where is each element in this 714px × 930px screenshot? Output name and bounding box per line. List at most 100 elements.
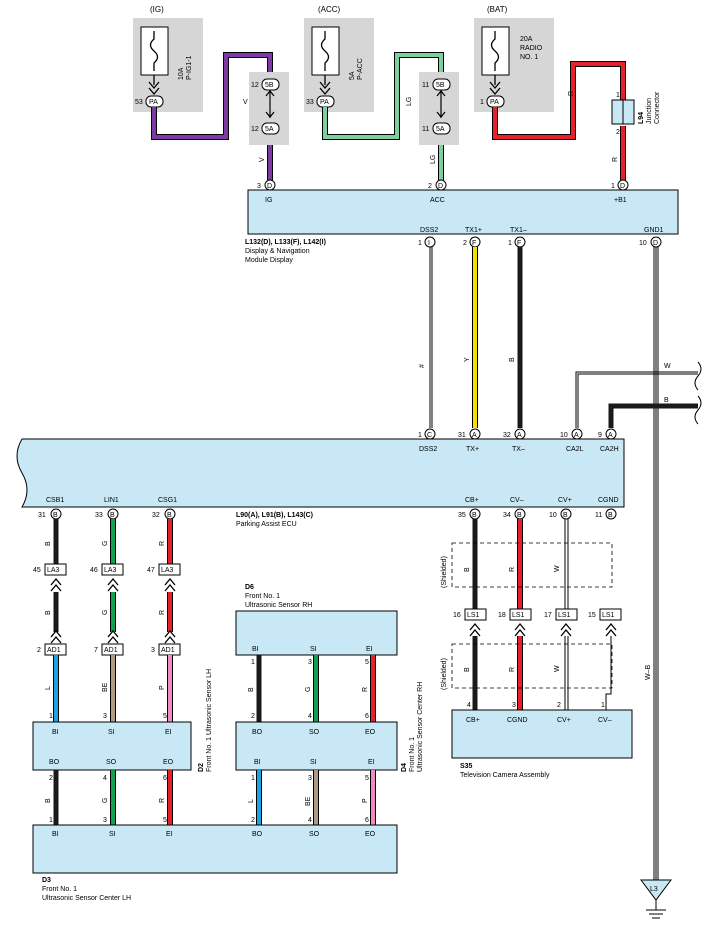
wire-lg-label: LG <box>406 97 413 106</box>
svg-text:32: 32 <box>503 432 511 439</box>
svg-text:5B: 5B <box>436 82 445 89</box>
svg-text:4: 4 <box>467 702 471 709</box>
svg-text:6: 6 <box>365 713 369 720</box>
svg-text:31: 31 <box>38 512 46 519</box>
sensor-d3: BI SI EI BO SO EO D3 Front No. 1 Ultraso… <box>32 824 398 902</box>
svg-text:B: B <box>464 567 471 572</box>
fuse-ig-source: (IG) <box>150 5 164 14</box>
svg-text:F: F <box>517 240 521 247</box>
svg-text:EI: EI <box>165 729 172 736</box>
svg-text:W: W <box>554 565 561 572</box>
svg-text:P: P <box>362 798 369 803</box>
svg-text:B: B <box>248 687 255 692</box>
svg-text:BI: BI <box>52 729 59 736</box>
svg-text:L3: L3 <box>650 886 658 893</box>
svg-text:EI: EI <box>166 831 173 838</box>
svg-text:15: 15 <box>588 612 596 619</box>
svg-text:3: 3 <box>308 659 312 666</box>
svg-text:D: D <box>620 183 625 190</box>
svg-text:CGND: CGND <box>507 717 528 724</box>
svg-text:2: 2 <box>616 129 620 136</box>
svg-text:3: 3 <box>103 713 107 720</box>
svg-text:32: 32 <box>152 512 160 519</box>
svg-text:LS1: LS1 <box>602 612 615 619</box>
fuse-acc-name: P-ACC <box>357 58 364 80</box>
svg-text:A: A <box>608 432 613 439</box>
svg-text:TX–: TX– <box>512 446 525 453</box>
svg-text:33: 33 <box>95 512 103 519</box>
svg-text:3: 3 <box>257 183 261 190</box>
svg-text:+B1: +B1 <box>614 197 627 204</box>
svg-text:LS1: LS1 <box>558 612 571 619</box>
svg-text:PA: PA <box>490 99 499 106</box>
fuse-pins: PA 53 PA 33 PA 1 <box>135 75 505 108</box>
svg-text:11: 11 <box>595 512 602 519</box>
ground-l3: L3 <box>640 879 672 919</box>
fuse-acc-pin: 33 <box>306 99 314 106</box>
svg-text:SO: SO <box>309 729 320 736</box>
svg-text:BE: BE <box>102 682 109 692</box>
svg-text:6: 6 <box>365 817 369 824</box>
sensor-d6: D6 Front No. 1 Ultrasonic Sensor RH BI S… <box>235 584 398 656</box>
svg-text:Display & Navigation: Display & Navigation <box>245 248 310 255</box>
svg-text:CA2H: CA2H <box>600 446 619 453</box>
svg-text:A: A <box>472 432 477 439</box>
svg-text:Connector: Connector <box>654 91 661 124</box>
wire-tx-plus-label: Y <box>464 357 471 362</box>
joint-acc: 5B 11 5A 11 <box>419 72 459 145</box>
svg-text:B: B <box>45 541 52 546</box>
svg-text:B: B <box>464 667 471 672</box>
svg-text:C: C <box>427 432 432 439</box>
svg-text:1: 1 <box>49 817 53 824</box>
wire-v-label-2: V <box>259 157 266 162</box>
svg-text:BI: BI <box>52 831 59 838</box>
svg-text:D: D <box>438 183 443 190</box>
svg-text:2: 2 <box>37 647 41 654</box>
svg-text:B: B <box>472 512 477 519</box>
svg-text:EO: EO <box>365 831 376 838</box>
svg-text:AD1: AD1 <box>47 647 61 654</box>
svg-text:SO: SO <box>309 831 320 838</box>
fuse-bat-name-2: NO. 1 <box>520 54 538 61</box>
svg-text:SI: SI <box>310 646 317 653</box>
svg-text:7: 7 <box>94 647 98 654</box>
svg-text:1: 1 <box>251 659 255 666</box>
svg-text:SI: SI <box>108 729 115 736</box>
svg-text:BO: BO <box>252 729 263 736</box>
svg-text:BI: BI <box>252 646 259 653</box>
wire-r-label: R <box>568 91 575 96</box>
svg-text:9: 9 <box>598 432 602 439</box>
svg-text:5: 5 <box>163 817 167 824</box>
svg-text:B: B <box>110 512 115 519</box>
svg-text:PA: PA <box>320 99 329 106</box>
svg-text:Ultrasonic Sensor Center LH: Ultrasonic Sensor Center LH <box>42 895 131 902</box>
svg-text:CV+: CV+ <box>557 717 571 724</box>
svg-text:DSS2: DSS2 <box>419 446 437 453</box>
svg-text:G: G <box>102 610 109 615</box>
svg-text:BI: BI <box>254 759 261 766</box>
svg-text:17: 17 <box>544 612 552 619</box>
svg-text:S35: S35 <box>460 763 473 770</box>
svg-text:Front No. 1 Ultrasonic Sensor: Front No. 1 Ultrasonic Sensor LH <box>206 669 213 772</box>
svg-text:TX1+: TX1+ <box>465 227 482 234</box>
svg-text:CB+: CB+ <box>466 717 480 724</box>
svg-text:Television Camera Assembly: Television Camera Assembly <box>460 772 550 779</box>
svg-text:4: 4 <box>308 713 312 720</box>
svg-text:Front No. 1: Front No. 1 <box>409 737 416 772</box>
svg-text:R: R <box>159 798 166 803</box>
wire-dss2-label: # <box>419 364 426 368</box>
svg-text:10: 10 <box>639 240 647 247</box>
fuse-bat-name-1: RADIO <box>520 45 543 52</box>
fuse-bat: (BAT) 20A RADIO NO. 1 <box>474 5 554 112</box>
svg-text:35: 35 <box>458 512 466 519</box>
svg-text:3: 3 <box>512 702 516 709</box>
wire-tx-minus-label: B <box>509 357 516 362</box>
svg-text:5A: 5A <box>436 126 445 133</box>
svg-text:R: R <box>159 541 166 546</box>
joint-ig: 5B 12 5A 12 <box>249 72 289 145</box>
svg-text:(Shielded): (Shielded) <box>441 658 448 690</box>
svg-text:6: 6 <box>163 775 167 782</box>
fuse-bat-source: (BAT) <box>487 5 508 14</box>
svg-text:G: G <box>102 541 109 546</box>
